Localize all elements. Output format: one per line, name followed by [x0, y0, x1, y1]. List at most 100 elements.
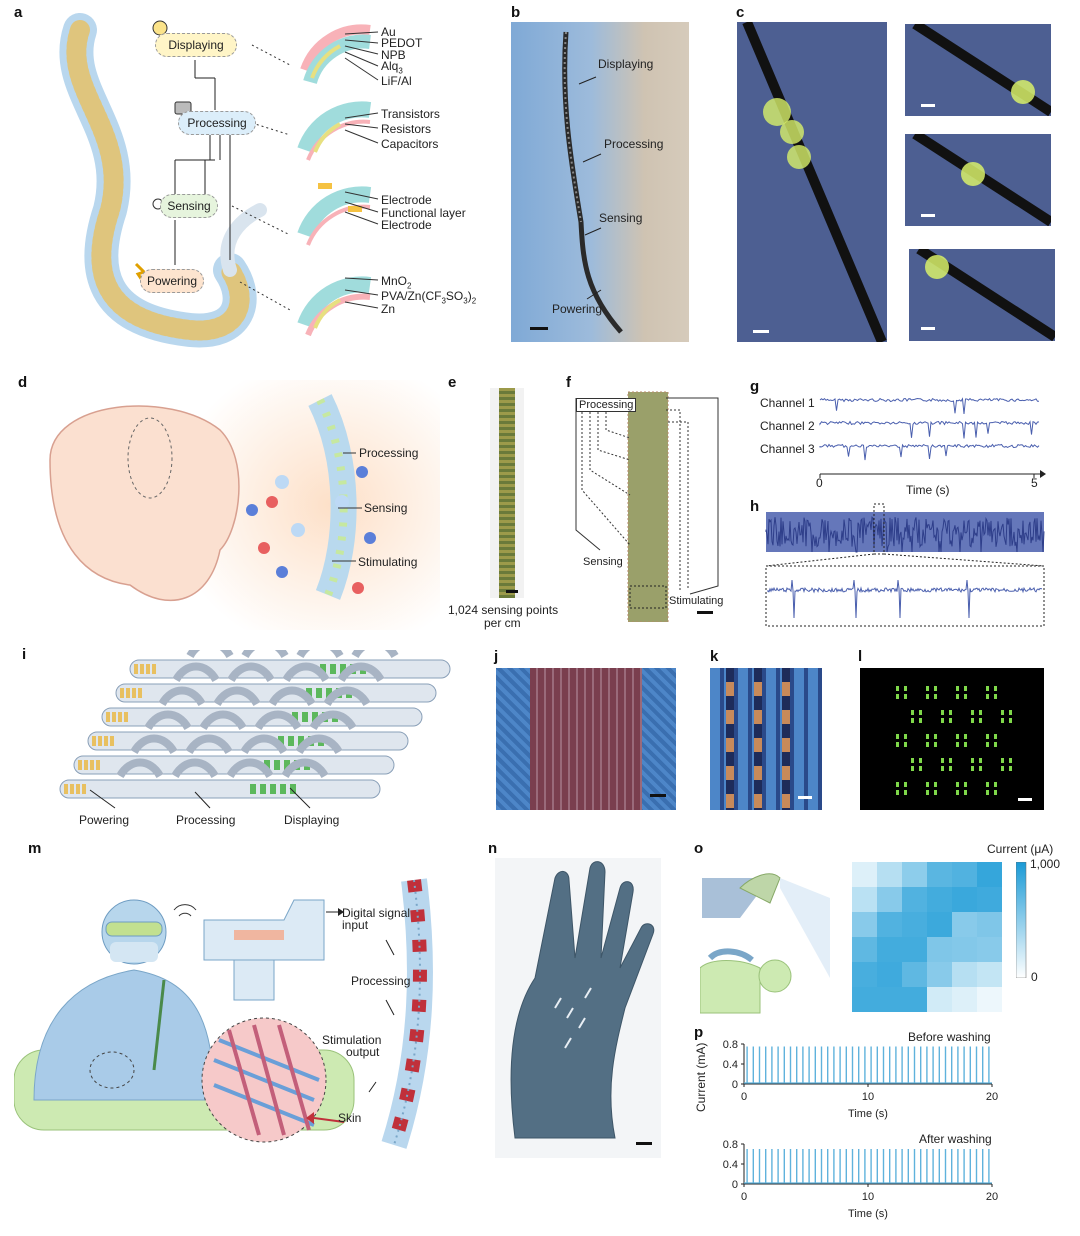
display-pixel: [904, 694, 907, 699]
channel-2-trace: [819, 420, 1040, 439]
panel-label-j: j: [494, 648, 499, 665]
p-ylabel: Current (mA): [694, 1042, 708, 1112]
heatmap-cell: [977, 937, 1002, 962]
glowing-fiber-main: [742, 22, 887, 342]
display-pixel: [971, 718, 974, 723]
layer-electrolyte: PVA/Zn(CF3SO3)2: [381, 289, 477, 306]
y-tick-label: 0: [732, 1079, 738, 1091]
display-pixel: [986, 782, 989, 787]
display-pixel: [1001, 766, 1004, 771]
heatmap-cell: [927, 987, 952, 1012]
y-tick-label: 0.8: [723, 1040, 738, 1051]
display-pixel: [904, 790, 907, 795]
colorbar: [1016, 862, 1027, 978]
heatmap-cell: [877, 937, 902, 962]
d-label-sensing: Sensing: [364, 501, 408, 515]
display-pixel: [979, 766, 982, 771]
m-label-output: output: [346, 1045, 380, 1059]
heatmap-cell: [852, 987, 877, 1012]
panel-b-photo: [511, 22, 689, 342]
layer-mno2: MnO2: [381, 274, 412, 291]
p-after-title: After washing: [919, 1132, 992, 1146]
heatmap-cell: [977, 962, 1002, 987]
x-tick-label: 10: [862, 1191, 874, 1203]
layer-functional: Functional layer: [381, 206, 466, 220]
panel-h-traces: [765, 503, 1045, 627]
panel-l-photo: [860, 668, 1044, 810]
heatmap-cell: [952, 962, 977, 987]
x-tick-label: 20: [986, 1091, 998, 1103]
display-pixel: [979, 710, 982, 715]
layer-transistors: Transistors: [381, 107, 440, 121]
display-pixel: [919, 710, 922, 715]
display-pixel: [934, 742, 937, 747]
module-displaying: Displaying: [155, 33, 237, 57]
panel-c-photo-main: [737, 22, 887, 342]
scale-bar: [753, 330, 769, 333]
panel-a-illustration: [59, 13, 379, 348]
display-pixel: [979, 758, 982, 763]
panel-f-illustration: [575, 391, 719, 622]
scale-bar: [530, 327, 548, 330]
f-label-processing: Processing: [576, 398, 637, 412]
scale-bar: [921, 327, 935, 330]
panel-c-photo-1: [905, 24, 1051, 116]
display-pixel: [941, 710, 944, 715]
panel-label-h: h: [750, 498, 760, 515]
module-powering: Powering: [140, 269, 204, 293]
heatmap-cell: [852, 862, 877, 887]
display-pixel: [1009, 758, 1012, 763]
display-pixel: [926, 790, 929, 795]
i-label-processing: Processing: [176, 813, 236, 827]
panel-label-d: d: [18, 374, 28, 391]
module-sensing: Sensing: [160, 194, 218, 218]
display-pixel: [986, 734, 989, 739]
brain-icon: [49, 405, 240, 602]
display-pixel: [986, 742, 989, 747]
heatmap-cell: [977, 987, 1002, 1012]
panel-label-l: l: [858, 648, 863, 665]
g-tick-0: 0: [816, 476, 823, 490]
channel-3-trace: [819, 443, 1040, 461]
panel-o-illustration: [700, 873, 830, 1014]
display-pixel: [949, 718, 952, 723]
m-label-skin: Skin: [338, 1111, 362, 1125]
panel-label-n: n: [488, 840, 498, 857]
display-pixel: [971, 710, 974, 715]
panel-j-photo: [496, 668, 676, 810]
display-pixel: [949, 766, 952, 771]
display-pixel: [956, 694, 959, 699]
display-pixel: [919, 758, 922, 763]
x-tick-label: 0: [741, 1191, 747, 1203]
display-pixel: [896, 790, 899, 795]
display-pixel: [896, 782, 899, 787]
sensing-layer-arc: [297, 183, 372, 246]
processing-layer-arc: [297, 101, 372, 161]
channel-1-trace: [819, 397, 1039, 415]
heatmap-cell: [852, 887, 877, 912]
display-pixel: [964, 734, 967, 739]
heatmap-cell: [902, 912, 927, 937]
display-pixel: [926, 742, 929, 747]
colorbar-min: 0: [1031, 970, 1038, 984]
display-pixel: [994, 686, 997, 691]
colorbar-max: 1,000: [1030, 857, 1061, 871]
layer-resistors: Resistors: [381, 122, 432, 136]
panel-n-photo: [495, 858, 661, 1158]
panel-k-photo: [710, 668, 822, 810]
heatmap-cell: [877, 887, 902, 912]
heatmap-cell: [952, 887, 977, 912]
x-axis-label: Time (s): [848, 1108, 888, 1120]
display-pixel: [1001, 710, 1004, 715]
display-pixel: [919, 718, 922, 723]
heatmap-cell: [927, 862, 952, 887]
scale-bar: [921, 214, 935, 217]
panel-d-illustration: [49, 380, 440, 630]
panel-i-fabric: [59, 650, 451, 809]
panel-label-b: b: [511, 4, 521, 21]
display-pixel: [911, 766, 914, 771]
g-tick-5: 5: [1031, 476, 1038, 490]
display-pixel: [971, 766, 974, 771]
display-pixel: [971, 758, 974, 763]
